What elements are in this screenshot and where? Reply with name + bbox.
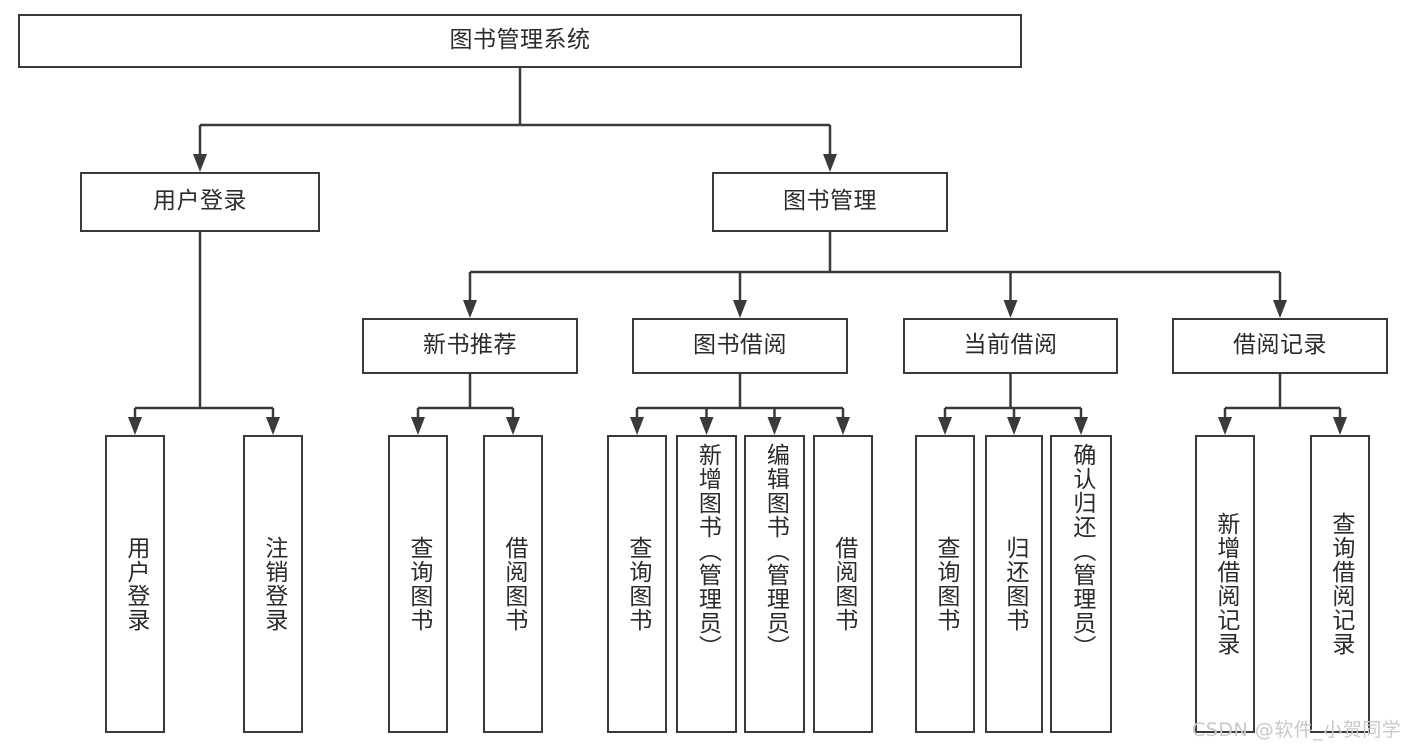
node-label-root: 图书管理系统 <box>449 27 591 54</box>
node-label-book-borrow: 图书借阅 <box>693 332 787 359</box>
node-leaf-borrow-book-1[interactable]: 借阅图书 <box>483 435 543 733</box>
arrow-head-leaf-edit-book-admin <box>767 417 782 435</box>
node-borrow-record[interactable]: 借阅记录 <box>1172 318 1388 374</box>
node-leaf-query-book-2[interactable]: 查询图书 <box>607 435 667 733</box>
node-user-login[interactable]: 用户登录 <box>80 172 320 232</box>
node-label-leaf-query-book-2: 查询图书 <box>624 536 651 632</box>
node-leaf-add-book-admin[interactable]: 新增图书（管理员） <box>676 435 737 733</box>
arrow-head-new-book-recommend <box>463 300 477 318</box>
node-new-book-recommend[interactable]: 新书推荐 <box>362 318 578 374</box>
node-label-new-book-recommend: 新书推荐 <box>423 332 517 359</box>
node-current-borrow[interactable]: 当前借阅 <box>903 318 1118 374</box>
node-label-leaf-confirm-return-admin: 确认归还（管理员） <box>1068 443 1095 659</box>
arrow-head-book-manage <box>823 154 837 172</box>
arrow-head-user-login <box>193 154 207 172</box>
arrow-head-leaf-query-borrow-record <box>1333 417 1347 435</box>
node-label-leaf-user-login: 用户登录 <box>122 536 149 632</box>
node-label-leaf-query-book-1: 查询图书 <box>405 536 432 632</box>
node-label-leaf-borrow-book-2: 借阅图书 <box>830 536 857 632</box>
arrow-head-leaf-query-book-1 <box>411 417 425 435</box>
node-leaf-logout-login[interactable]: 注销登录 <box>243 435 303 733</box>
node-leaf-user-login[interactable]: 用户登录 <box>105 435 165 733</box>
node-label-leaf-query-borrow-record: 查询借阅记录 <box>1327 512 1354 656</box>
arrow-head-leaf-user-login <box>128 417 142 435</box>
arrow-head-leaf-borrow-book-1 <box>506 417 520 435</box>
node-label-leaf-add-book-admin: 新增图书（管理员） <box>694 443 721 659</box>
arrow-head-leaf-query-book-3 <box>938 417 952 435</box>
arrow-head-leaf-add-borrow-record <box>1218 417 1232 435</box>
arrow-head-leaf-query-book-2 <box>630 417 644 435</box>
node-label-current-borrow: 当前借阅 <box>963 332 1058 359</box>
arrow-head-current-borrow <box>1003 300 1018 318</box>
connector-group <box>128 68 1347 435</box>
node-leaf-add-borrow-record[interactable]: 新增借阅记录 <box>1195 435 1255 733</box>
node-leaf-confirm-return-admin[interactable]: 确认归还（管理员） <box>1050 435 1112 733</box>
node-leaf-return-book[interactable]: 归还图书 <box>985 435 1043 733</box>
arrow-head-leaf-confirm-return-admin <box>1074 417 1088 435</box>
node-label-user-login: 用户登录 <box>153 188 247 215</box>
node-label-leaf-add-borrow-record: 新增借阅记录 <box>1212 512 1239 656</box>
node-leaf-query-book-3[interactable]: 查询图书 <box>915 435 975 733</box>
node-label-leaf-logout-login: 注销登录 <box>260 536 287 632</box>
arrow-head-leaf-borrow-book-2 <box>836 417 850 435</box>
node-leaf-edit-book-admin[interactable]: 编辑图书（管理员） <box>744 435 805 733</box>
arrow-head-leaf-return-book <box>1007 417 1021 435</box>
node-root[interactable]: 图书管理系统 <box>18 14 1022 68</box>
arrow-head-book-borrow <box>733 300 747 318</box>
node-label-leaf-borrow-book-1: 借阅图书 <box>500 536 527 632</box>
node-label-book-manage: 图书管理 <box>783 188 877 215</box>
node-label-leaf-return-book: 归还图书 <box>1001 536 1028 632</box>
arrow-head-leaf-add-book-admin <box>699 417 714 435</box>
node-book-manage[interactable]: 图书管理 <box>712 172 948 232</box>
arrow-head-borrow-record <box>1273 300 1287 318</box>
node-leaf-borrow-book-2[interactable]: 借阅图书 <box>813 435 873 733</box>
node-label-borrow-record: 借阅记录 <box>1233 332 1327 359</box>
node-leaf-query-borrow-record[interactable]: 查询借阅记录 <box>1310 435 1370 733</box>
node-label-leaf-edit-book-admin: 编辑图书（管理员） <box>762 443 789 659</box>
node-leaf-query-book-1[interactable]: 查询图书 <box>388 435 448 733</box>
node-book-borrow[interactable]: 图书借阅 <box>632 318 848 374</box>
arrow-head-leaf-logout-login <box>266 417 280 435</box>
node-label-leaf-query-book-3: 查询图书 <box>932 536 959 632</box>
